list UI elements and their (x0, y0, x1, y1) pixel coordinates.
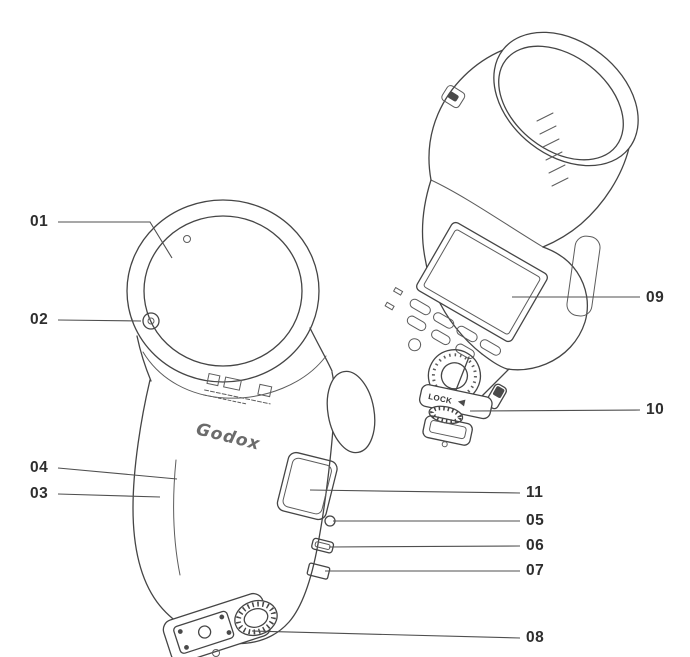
leader-line-04 (57, 467, 178, 480)
function-button (479, 339, 502, 356)
zoom-scale-marks (536, 112, 569, 187)
leader-lines (57, 221, 641, 639)
callout-label-10: 10 (646, 401, 665, 418)
menu-button (409, 298, 431, 316)
lock-wheel-knurl (430, 406, 462, 424)
panel-icon (384, 301, 395, 311)
lcd-screen (423, 229, 541, 335)
leader-line-11 (309, 489, 521, 494)
head-badge (441, 85, 466, 109)
leader-line-01 (58, 221, 173, 259)
head-cylinder-left (428, 49, 504, 181)
flash-rear-view: LOCK (384, 31, 639, 448)
rear-body-bottom (481, 353, 508, 370)
callout-label-04: 04 (30, 459, 49, 476)
callout-label-07: 07 (526, 562, 545, 579)
rear-neck-left (455, 356, 470, 391)
leader-line-02 (57, 319, 142, 322)
head-badge-logo (447, 91, 459, 102)
callout-label-01: 01 (30, 213, 49, 230)
collar-right-edge (309, 327, 333, 372)
head-side-bulge (326, 370, 376, 454)
shoe-foot (173, 610, 235, 654)
flash-body-outline (132, 371, 336, 645)
port-cover (276, 451, 338, 521)
body-seam (173, 459, 181, 576)
side-panel (276, 451, 338, 580)
function-button (406, 315, 427, 332)
function-button (456, 325, 478, 343)
head-cap-rim (493, 31, 639, 167)
shoe-contact (177, 629, 183, 634)
brand-logo: Godox (194, 419, 262, 454)
aux-port (306, 562, 331, 580)
head-cap-inner (498, 45, 624, 161)
callout-label-03: 03 (30, 485, 49, 502)
leader-line-06 (328, 545, 521, 548)
hot-shoe-front (162, 592, 278, 657)
rear-shoe-pin (441, 441, 448, 448)
power-switch-knob (493, 386, 505, 398)
callout-label-05: 05 (526, 512, 545, 529)
callout-label-02: 02 (30, 311, 49, 328)
collar-bottom-edge (142, 351, 327, 399)
sub-lamp-inner (147, 317, 155, 325)
function-button (431, 329, 451, 346)
panel-icon (392, 286, 404, 296)
callout-label-06: 06 (526, 537, 545, 554)
callout-label-11: 11 (526, 484, 544, 501)
battery-door (566, 235, 601, 317)
flash-head-face (143, 215, 303, 367)
leader-line-03 (57, 493, 161, 498)
flash-head-rim (126, 199, 320, 383)
head-index-dot (183, 235, 191, 243)
usb-port (311, 537, 335, 554)
head-body-seam (430, 179, 544, 248)
callout-label-08: 08 (526, 629, 545, 646)
flash-head (126, 199, 320, 383)
leader-line-10 (469, 409, 641, 412)
regulatory-marks (203, 372, 273, 405)
locking-ring (234, 599, 278, 637)
rear-body-right (506, 246, 588, 371)
test-button (408, 338, 422, 352)
dial-knurl (431, 353, 477, 399)
hot-shoe-rear: LOCK (418, 384, 493, 448)
shoe-contact (219, 614, 225, 620)
dial-set-button (440, 362, 469, 390)
function-button (432, 312, 455, 329)
button-row-2 (406, 315, 475, 360)
rear-shoe-foot-inner (429, 420, 467, 440)
callout-label-09: 09 (646, 289, 665, 306)
locking-ring-knurl (235, 601, 277, 635)
button-row-1 (409, 298, 502, 356)
head-cylinder-right (542, 147, 630, 248)
port-cover-inner (282, 457, 332, 515)
sub-lamp-outer (142, 312, 160, 330)
shoe-contact (184, 644, 189, 650)
rear-neck-right (478, 368, 510, 400)
flash-front-view: Godox (126, 199, 376, 657)
shoe-lock-pin (197, 625, 212, 639)
function-button (455, 343, 475, 360)
lock-arrow-icon (457, 399, 466, 407)
lcd-frame (416, 221, 548, 343)
leader-line-08 (251, 630, 521, 639)
shoe-contact (226, 630, 232, 635)
collar-left-edge (136, 335, 152, 382)
